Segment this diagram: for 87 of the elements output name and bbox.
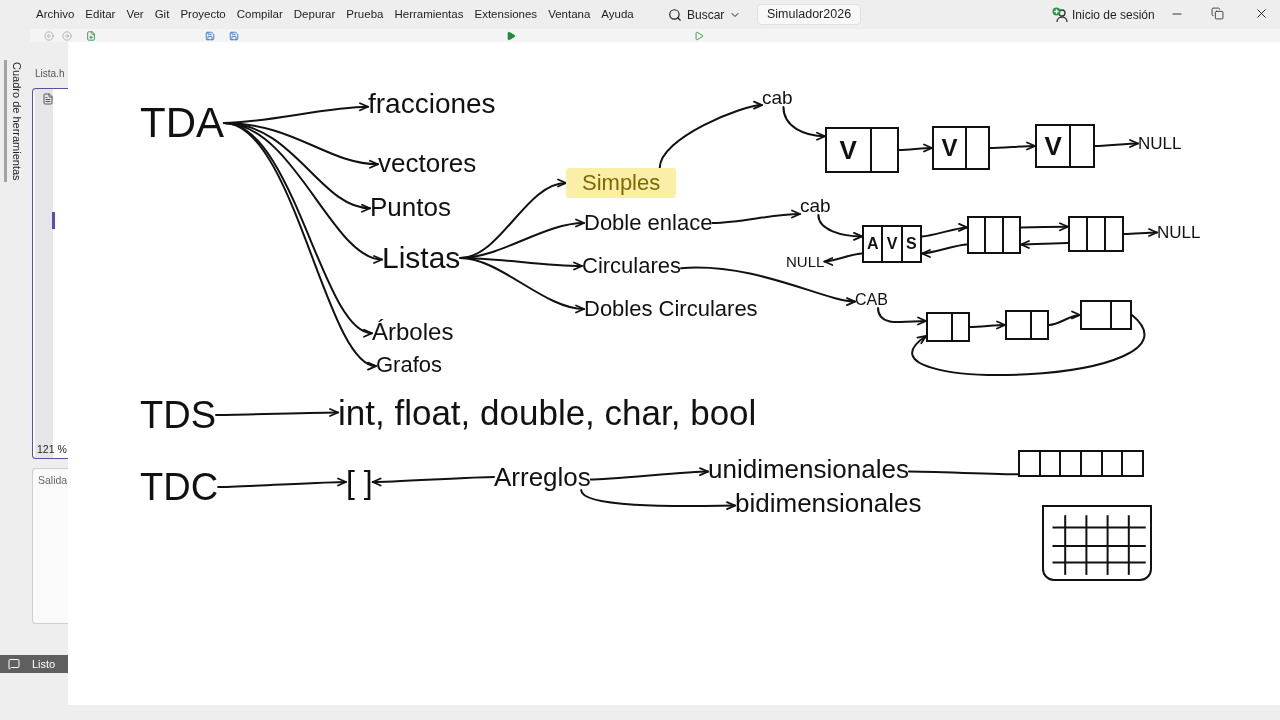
handwritten-text: int, float, double, char, bool — [338, 395, 757, 430]
node-value: A — [866, 236, 879, 252]
arrow — [969, 320, 1006, 330]
handwritten-text: NULL — [1157, 224, 1201, 241]
handwritten-text: NULL — [1138, 135, 1182, 152]
arrow — [817, 214, 863, 241]
arrow — [589, 467, 709, 481]
arrow — [1048, 311, 1081, 326]
sign-in-button: Inicio de sesión — [1052, 5, 1155, 24]
menu-item: Herramientas — [394, 6, 464, 23]
menu-item: Editar — [85, 6, 116, 23]
menu-item: Extensiones — [474, 6, 538, 23]
list-node-box — [825, 127, 899, 173]
node-value: V — [941, 136, 958, 160]
search-button: Buscar — [668, 5, 742, 24]
list-node-box — [967, 216, 1021, 254]
arrow — [371, 476, 495, 487]
handwritten-text: CAB — [855, 292, 888, 308]
handwritten-text: Circulares — [582, 255, 682, 277]
menu-item: Compilar — [236, 6, 283, 23]
vertical-tab: Cuadro de herramientas — [4, 60, 26, 182]
arrow — [1020, 240, 1069, 249]
menu-item: Proyecto — [180, 6, 226, 23]
handwritten-text: Puntos — [370, 194, 451, 220]
handwritten-text: Árboles — [372, 320, 454, 344]
arrow — [898, 143, 933, 153]
arrow — [911, 314, 1146, 376]
handwritten-text: cab — [762, 88, 793, 107]
handwritten-text: Listas — [382, 243, 461, 273]
arrow — [1123, 228, 1158, 237]
highlighted-text: Simples — [566, 168, 677, 198]
menu-item: Prueba — [346, 6, 384, 23]
arrow — [921, 243, 968, 258]
handwritten-text: TDC — [140, 468, 219, 506]
arrow — [215, 408, 339, 417]
handwritten-text: [ ] — [346, 466, 373, 498]
handwritten-text: fracciones — [368, 90, 496, 118]
arrow — [658, 101, 763, 169]
handwritten-text: Dobles Circulares — [584, 298, 758, 320]
arrow — [223, 122, 377, 368]
arrow — [459, 257, 585, 313]
connector-line — [907, 470, 1019, 476]
arrow — [217, 477, 347, 488]
menu-item: Ventana — [548, 6, 591, 23]
list-node-box — [1035, 124, 1095, 168]
menu-item: Archivo — [36, 6, 75, 23]
arrow — [989, 141, 1036, 151]
arrow — [782, 106, 826, 141]
menu-item: Git — [154, 6, 170, 23]
node-value: S — [906, 236, 917, 252]
matrix-grid-drawing — [1042, 505, 1152, 581]
array-cells-box — [1018, 450, 1144, 477]
tab-title: Lista.h — [35, 68, 65, 80]
arrow — [711, 209, 801, 224]
menu-item: Depurar — [293, 6, 336, 23]
status-text: Listo — [32, 658, 56, 670]
list-node-box — [1068, 216, 1124, 252]
arrow — [1094, 139, 1139, 149]
panel-title: Salida — [38, 474, 68, 486]
menu-item: Ayuda — [601, 6, 634, 23]
arrow — [1020, 222, 1069, 232]
handwritten-text: bidimensionales — [735, 490, 922, 516]
arrow — [823, 252, 863, 266]
arrow — [580, 489, 736, 511]
handwritten-text: TDS — [140, 396, 216, 434]
list-node-box — [1080, 300, 1132, 330]
zoom-level: 121 % — [37, 443, 67, 455]
arrow — [921, 223, 968, 238]
list-node-box — [926, 312, 970, 342]
project-name-pill: Simulador2026 — [757, 4, 862, 25]
node-value: V — [886, 236, 898, 252]
list-node-box — [862, 225, 922, 263]
node-value: V — [1044, 133, 1062, 159]
arrow — [877, 307, 927, 326]
menu-item: Ver — [126, 6, 144, 23]
handwritten-text: unidimensionales — [708, 456, 909, 482]
handwritten-text: cab — [800, 196, 831, 215]
handwritten-text: NULL — [786, 254, 825, 269]
list-node-box — [1005, 310, 1049, 340]
handwritten-text: vectores — [378, 150, 477, 176]
handwritten-text: Arreglos — [494, 464, 591, 490]
handwritten-text: Grafos — [376, 354, 443, 376]
handwritten-text: TDA — [140, 102, 224, 144]
list-node-box — [932, 126, 990, 170]
node-value: V — [839, 137, 857, 163]
arrow — [680, 266, 856, 306]
handwritten-text: Doble enlace — [584, 212, 713, 234]
